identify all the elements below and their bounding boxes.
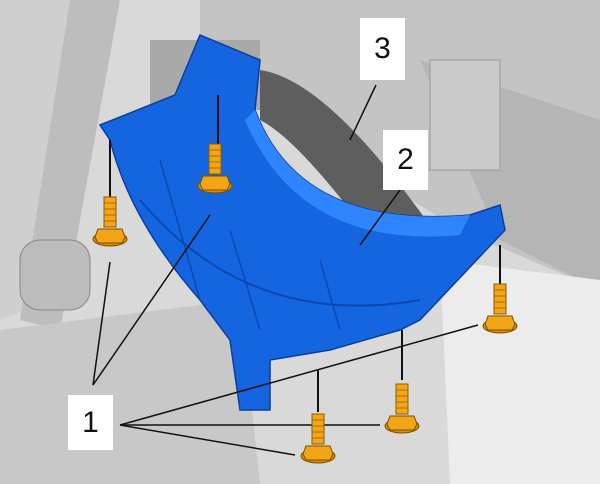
leader-lines [92, 84, 501, 456]
bolt-icon [300, 413, 336, 464]
callout-1: 1 [68, 395, 113, 450]
bolts [92, 143, 518, 464]
bolt-icon [197, 143, 233, 194]
bolt-icon [482, 283, 518, 334]
callout-2: 2 [383, 130, 428, 190]
blue-cover [98, 34, 506, 411]
bolt-icon [384, 383, 420, 434]
bolt-icon [92, 196, 128, 247]
callout-3: 3 [360, 18, 405, 80]
